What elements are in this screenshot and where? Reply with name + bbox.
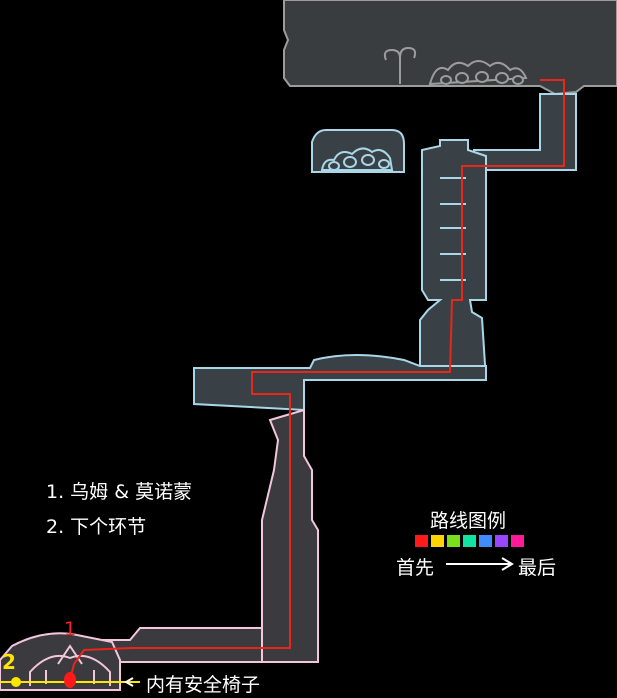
egg-cluster-icon <box>428 60 528 86</box>
bench-label: 内有安全椅子 <box>146 674 261 696</box>
route-marker-1: 1 <box>64 618 77 640</box>
note-item-1: 1. 乌姆 & 莫诺蒙 <box>46 481 193 503</box>
blue-horizontal-corridor <box>193 354 487 412</box>
next-route-start-dot <box>11 677 21 687</box>
legend-title: 路线图例 <box>430 510 507 532</box>
blue-vertical-shaft <box>419 139 488 381</box>
fountain-icon <box>383 46 417 84</box>
legend-swatch <box>415 535 428 547</box>
route-marker-2: 2 <box>2 650 16 674</box>
legend-swatch <box>431 535 444 547</box>
top-grey-room <box>283 0 617 96</box>
legend-swatch <box>447 535 460 547</box>
left-chevron-icon <box>123 677 134 687</box>
blue-rooms <box>193 93 577 412</box>
legend-swatch <box>479 535 492 547</box>
egg-pile-icon <box>320 147 394 171</box>
blue-corridor-upper <box>473 93 577 187</box>
top-room-shape <box>283 0 617 96</box>
legend-swatch <box>463 535 476 547</box>
legend-swatch <box>511 535 524 547</box>
legend-swatch <box>495 535 508 547</box>
note-item-2: 2. 下个环节 <box>46 516 147 538</box>
legend-end-label: 最后 <box>518 557 557 579</box>
long-right-arrow-icon <box>446 557 514 571</box>
legend-start-label: 首先 <box>396 557 435 579</box>
boss-marker-icon <box>64 672 76 688</box>
main-route-line <box>69 79 565 681</box>
